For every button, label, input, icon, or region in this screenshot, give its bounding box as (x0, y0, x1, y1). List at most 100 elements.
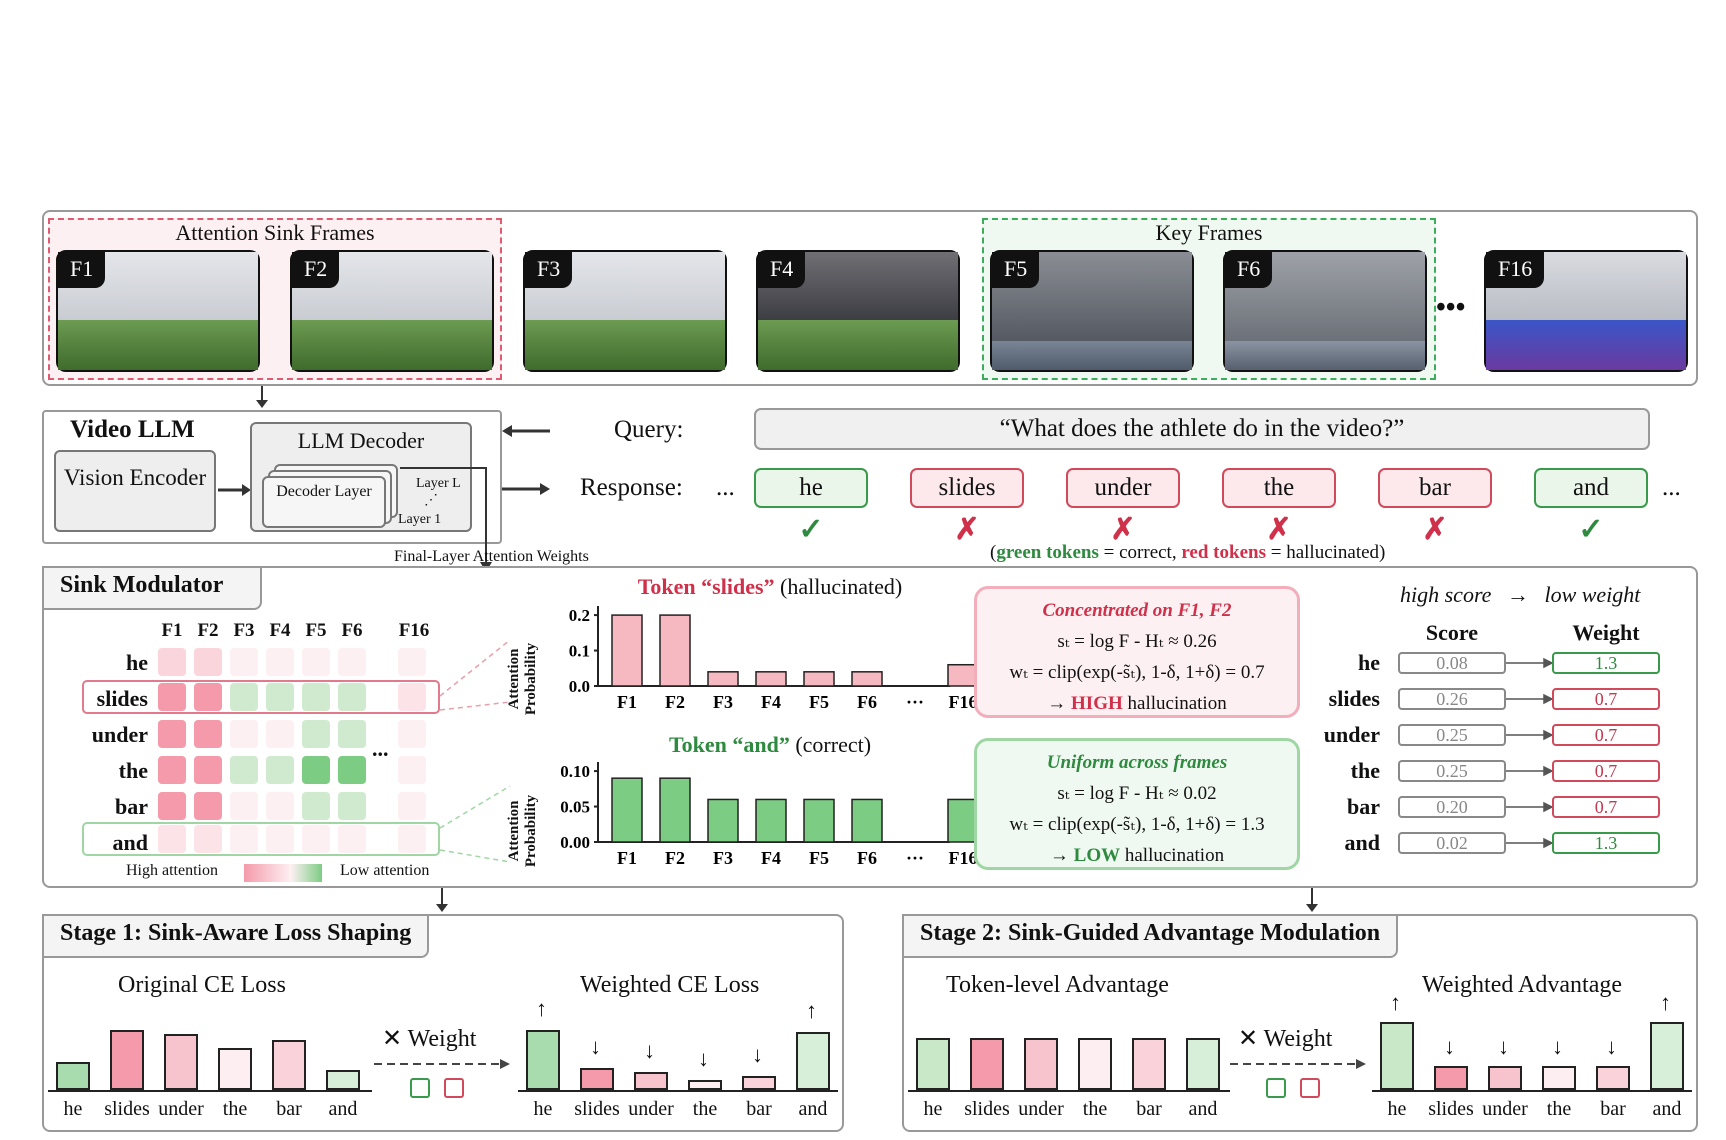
info-red-level: HIGH (1071, 693, 1123, 714)
heatmap-cell (302, 825, 330, 853)
sink-frames-caption: Attention Sink Frames (175, 220, 375, 245)
x-tick-label: F2 (665, 692, 685, 712)
weighted-advantage-bar-under (1488, 1066, 1522, 1090)
score-value: 0.26 (1398, 688, 1506, 710)
cross-icon: ✗ (1110, 513, 1136, 546)
up-arrow-icon: ↑ (1390, 990, 1401, 1015)
heatmap-cell (398, 648, 426, 676)
stage1-left-xlabel: the (222, 1098, 248, 1120)
down-arrow-icon: ↓ (590, 1034, 601, 1059)
heatmap-cell (266, 825, 294, 853)
stage2-right-xlabel: and (1652, 1098, 1682, 1120)
weighted-advantage-bar-the (1542, 1066, 1576, 1090)
bar-f5 (803, 671, 835, 687)
heatmap-col-label: F4 (269, 620, 291, 641)
arrow-llm-to-response (502, 483, 550, 495)
heatmap-cell (230, 825, 258, 853)
down-arrow-icon: ↓ (644, 1038, 655, 1063)
zoom-connectors (439, 639, 511, 863)
weighted-advantage-bar-slides (1434, 1066, 1468, 1090)
heatmap-cell (398, 825, 426, 853)
x-tick-label: F3 (713, 848, 733, 868)
stage2-right-xlabel: under (1482, 1098, 1528, 1120)
weighted-advantage-bar-and (1650, 1022, 1684, 1090)
stage1-left-xlabel: and (328, 1098, 358, 1120)
info-green-arrow: → (1049, 845, 1069, 866)
ce-loss-bar-under (164, 1034, 198, 1090)
arrow-query-to-llm (502, 425, 550, 437)
advantage-bar-under (1024, 1038, 1058, 1090)
stage1-weight-green-box (410, 1078, 430, 1098)
bar-f4 (755, 671, 787, 687)
heatmap-cell (194, 756, 222, 784)
info-red-title: Concentrated on F1, F2 (1042, 600, 1232, 621)
bar-f4 (755, 798, 787, 843)
info-red-arrow: → (1047, 693, 1067, 714)
arrow-encoder-to-decoder (218, 484, 251, 496)
down-arrow-icon: ↓ (1444, 1034, 1455, 1059)
weighted-ce-bar-under (634, 1072, 668, 1090)
check-icon: ✓ (1578, 513, 1604, 546)
heatmap-legend-gradient (244, 864, 322, 882)
heatmap-cell (194, 648, 222, 676)
score-row-token: and (1344, 830, 1380, 855)
heatmap-cell (266, 683, 294, 711)
heatmap-cell (194, 792, 222, 820)
frame-f16: F16 (1484, 250, 1688, 372)
llm-decoder-title: LLM Decoder (297, 428, 425, 453)
score-value: 0.02 (1398, 832, 1506, 854)
final-layer-label: Final-Layer Attention Weights (394, 548, 589, 565)
bar-f3 (707, 798, 739, 843)
chart-and-note: (correct) (795, 732, 872, 757)
stage2-left-xlabel: bar (1136, 1098, 1162, 1120)
response-label: Response: (580, 474, 683, 501)
heatmap-row-label: bar (115, 794, 148, 819)
bar-f16 (947, 798, 979, 843)
video-llm-title: Video LLM (70, 416, 195, 443)
y-tick-label: 0.00 (560, 833, 590, 852)
response-token-under: under (1066, 468, 1180, 508)
stage1-weight-arrow (374, 1059, 510, 1069)
stage2-left-xlabel: slides (964, 1098, 1010, 1120)
stage1-left-axis (48, 1090, 372, 1092)
stage2-left-xlabel: under (1018, 1098, 1064, 1120)
x-tick-label: F2 (665, 848, 685, 868)
x-tick-label: ··· (906, 692, 924, 712)
response-token-slides: slides (910, 468, 1024, 508)
x-tick-label: F5 (809, 692, 829, 712)
heatmap-cell (302, 683, 330, 711)
stage1-right-xlabel: and (798, 1098, 828, 1120)
y-tick-label: 0.2 (569, 606, 590, 625)
ce-loss-bar-the (218, 1048, 252, 1090)
header-arrow: → (1506, 582, 1529, 607)
frame-label: F6 (1225, 252, 1273, 288)
heatmap-cell (338, 825, 366, 853)
ce-loss-bar-slides (110, 1030, 144, 1090)
arrow-to-stage2 (1306, 888, 1318, 912)
heatmap-cell (398, 683, 426, 711)
ce-loss-bar-and (326, 1070, 360, 1090)
stage2-right-axis (1372, 1090, 1692, 1092)
x-tick-label: F5 (809, 848, 829, 868)
stage1-left-xlabel: under (158, 1098, 204, 1120)
heatmap-cell (302, 720, 330, 748)
bar-f1 (611, 777, 643, 843)
y-tick-label: 0.0 (569, 677, 590, 696)
heatmap-cell (398, 720, 426, 748)
x-tick-label: F3 (713, 692, 733, 712)
bar-f2 (659, 777, 691, 843)
heatmap-cell (266, 756, 294, 784)
advantage-bar-and (1186, 1038, 1220, 1090)
heatmap-cell (230, 756, 258, 784)
key-frames-caption: Key Frames (1155, 220, 1263, 245)
heatmap-cell (194, 720, 222, 748)
heatmap-cell (194, 683, 222, 711)
query-text: “What does the athlete do in the video?” (999, 415, 1405, 442)
heatmap-col-label: F2 (197, 620, 219, 641)
info-box-correct: Uniform across frames sₜ = log F - Hₜ ≈ … (974, 738, 1300, 870)
stage1-left-xlabel: slides (104, 1098, 150, 1120)
